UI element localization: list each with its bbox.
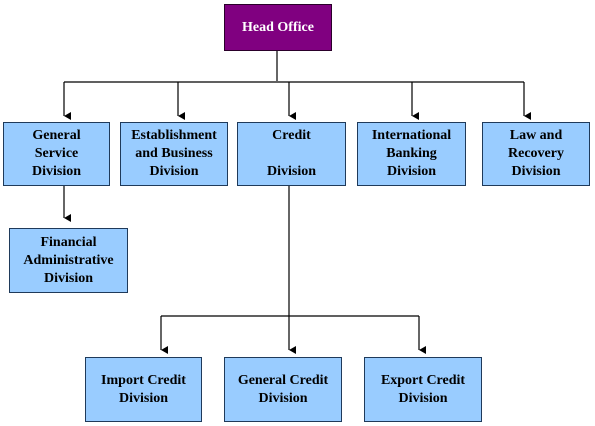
node-general-credit-division: General Credit Division — [224, 357, 342, 422]
node-general-service-division: General Service Division — [3, 122, 110, 186]
node-export-credit-division: Export Credit Division — [364, 357, 482, 422]
node-law-recovery-division: Law and Recovery Division — [482, 122, 590, 186]
node-head-office: Head Office — [224, 4, 332, 51]
node-international-banking-division: International Banking Division — [357, 122, 466, 186]
node-establishment-business-division: Establishment and Business Division — [120, 122, 228, 186]
node-financial-administrative-division: Financial Administrative Division — [9, 228, 128, 293]
node-credit-division: Credit Division — [237, 122, 346, 186]
node-import-credit-division: Import Credit Division — [85, 357, 202, 422]
